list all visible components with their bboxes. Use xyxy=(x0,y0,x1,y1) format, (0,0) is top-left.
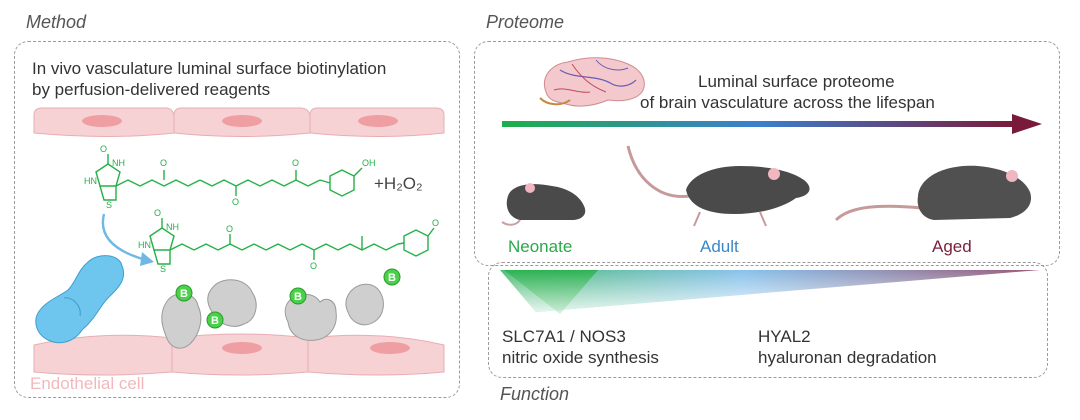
neonate-mouse-icon xyxy=(501,183,586,226)
atom-oh: OH xyxy=(362,158,376,168)
function-item2-process: hyaluronan degradation xyxy=(758,348,937,367)
method-panel xyxy=(14,41,460,398)
biotin-tag-label: B xyxy=(388,272,396,284)
endothelial-cells-bottom xyxy=(33,333,445,376)
biotin-phenoxyl-radical xyxy=(149,218,435,265)
h2o2-label: +H₂O₂ xyxy=(374,174,423,193)
atom-nh: NH xyxy=(112,158,125,168)
atom-nh: NH xyxy=(166,222,179,232)
atom-o: O xyxy=(100,144,107,154)
function-item2-gene: HYAL2 xyxy=(758,327,811,346)
biotin-tag-label: B xyxy=(294,291,302,303)
method-section-title: Method xyxy=(26,12,87,32)
biotin-tag-label: B xyxy=(211,315,219,327)
lifespan-arrow-head xyxy=(1012,114,1042,134)
lifespan-arrow xyxy=(502,121,1014,127)
atom-o: O xyxy=(160,158,167,168)
biotin-tag-label: B xyxy=(180,288,188,300)
function-item1-process: nitric oxide synthesis xyxy=(502,348,659,367)
function-panel xyxy=(488,262,1048,378)
proteome-section-title: Proteome xyxy=(486,12,565,32)
function-item1-gene: SLC7A1 / NOS3 xyxy=(502,327,626,346)
endothelial-cell-label: Endothelial cell xyxy=(30,374,145,393)
atom-o: O xyxy=(292,158,299,168)
reaction-arrow xyxy=(101,213,147,262)
blue-membrane-protein xyxy=(35,255,124,344)
aged-mouse-icon xyxy=(834,165,1032,222)
atom-hn: HN xyxy=(84,176,97,186)
biotin-tags xyxy=(175,268,401,329)
proteome-heading-line2: of brain vasculature across the lifespan xyxy=(640,93,935,112)
proteome-heading-line1: Luminal surface proteome xyxy=(698,72,895,91)
function-section-title: Function xyxy=(500,384,570,404)
endothelial-cells-top xyxy=(33,107,445,137)
stage-label-neonate: Neonate xyxy=(508,237,573,256)
brain-icon xyxy=(539,57,645,107)
atom-o: O xyxy=(226,224,233,234)
proteome-panel xyxy=(474,41,1060,266)
atom-hn: HN xyxy=(138,240,151,250)
method-description-line1: In vivo vasculature luminal surface biot… xyxy=(32,59,387,78)
atom-o: O xyxy=(310,261,317,271)
neonate-function-fan xyxy=(504,270,598,314)
atom-o: O xyxy=(232,197,239,207)
atom-s: S xyxy=(106,200,112,210)
atom-o: O xyxy=(154,208,161,218)
adult-mouse-icon xyxy=(626,145,810,227)
biotin-phenol-molecule xyxy=(95,154,363,201)
reaction-arrow-head xyxy=(140,252,154,266)
stage-label-adult: Adult xyxy=(700,237,739,256)
atom-s: S xyxy=(160,264,166,274)
stage-label-aged: Aged xyxy=(932,237,972,256)
method-description-line2: by perfusion-delivered reagents xyxy=(32,80,271,99)
atom-o: O xyxy=(432,218,439,228)
